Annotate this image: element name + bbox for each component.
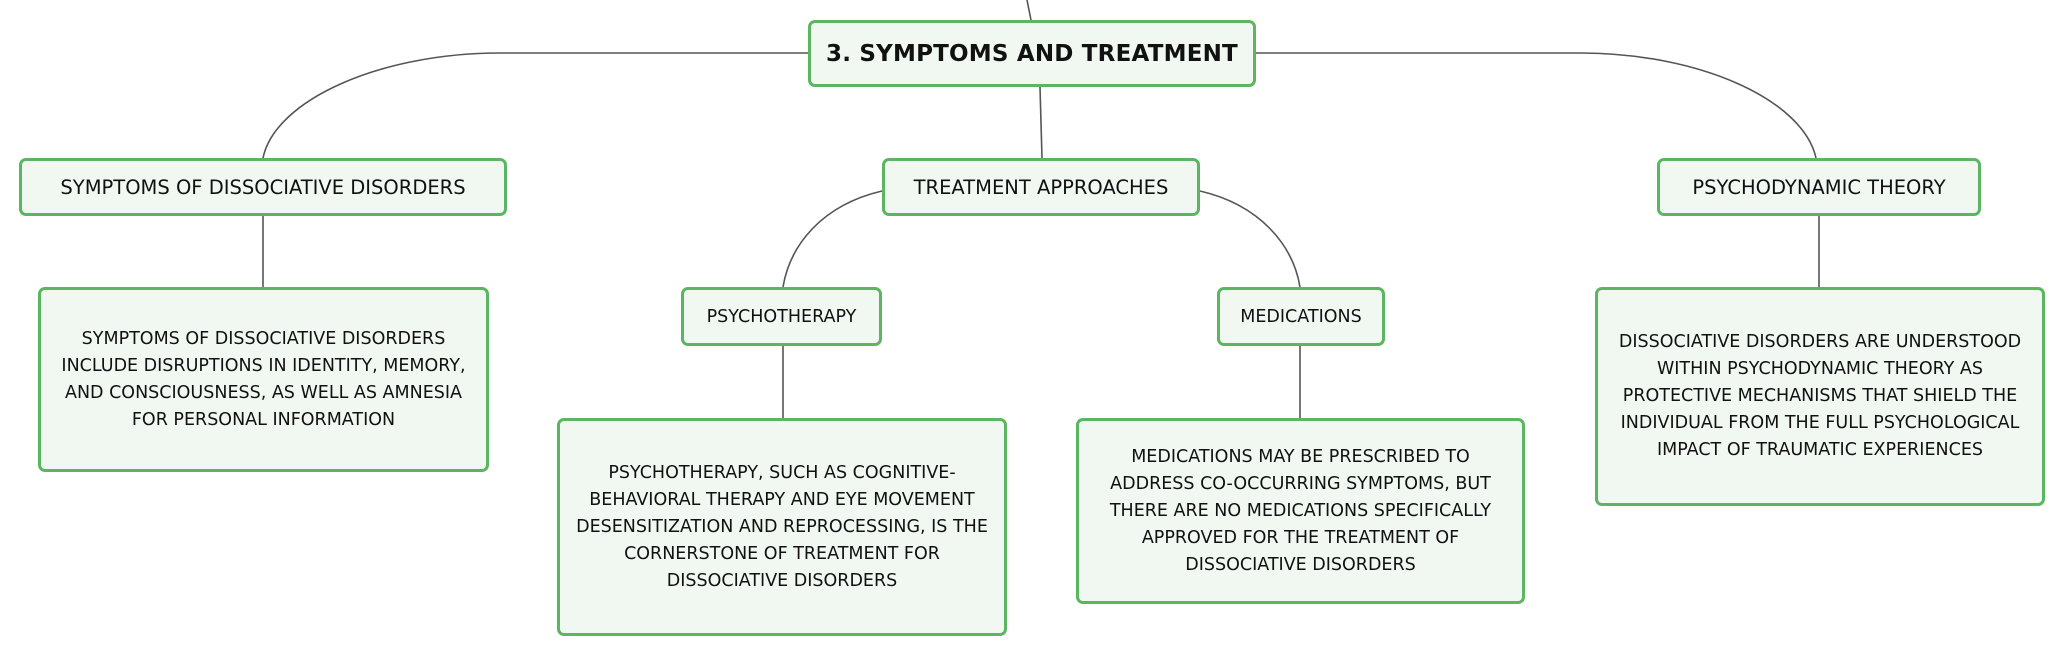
psychodynamic-detail-text: DISSOCIATIVE DISORDERS ARE UNDERSTOOD WI… <box>1618 332 2022 460</box>
connector-root-to-psychodynamic <box>1256 52 1817 159</box>
connector-treatment-to-medications <box>1199 190 1301 288</box>
psychodynamic-theory-label: PSYCHODYNAMIC THEORY <box>1692 175 1946 199</box>
psychotherapy-node[interactable]: PSYCHOTHERAPY <box>681 287 882 346</box>
psychotherapy-label: PSYCHOTHERAPY <box>706 306 857 327</box>
medications-label: MEDICATIONS <box>1240 306 1362 327</box>
medications-detail-node[interactable]: MEDICATIONS MAY BE PRESCRIBED TO ADDRESS… <box>1076 418 1525 604</box>
treatment-approaches-node[interactable]: TREATMENT APPROACHES <box>882 158 1200 216</box>
treatment-approaches-label: TREATMENT APPROACHES <box>913 175 1169 199</box>
symptoms-label: SYMPTOMS OF DISSOCIATIVE DISORDERS <box>60 175 466 199</box>
psychodynamic-detail-node[interactable]: DISSOCIATIVE DISORDERS ARE UNDERSTOOD WI… <box>1595 287 2045 506</box>
psychotherapy-detail-node[interactable]: PSYCHOTHERAPY, SUCH AS COGNITIVE-BEHAVIO… <box>557 418 1007 636</box>
medications-node[interactable]: MEDICATIONS <box>1217 287 1385 346</box>
root-topic-label: 3. SYMPTOMS AND TREATMENT <box>826 40 1238 67</box>
root-topic-node[interactable]: 3. SYMPTOMS AND TREATMENT <box>808 20 1256 87</box>
connector-root-to-symptoms <box>262 52 808 159</box>
symptoms-node[interactable]: SYMPTOMS OF DISSOCIATIVE DISORDERS <box>19 158 507 216</box>
symptoms-detail-node[interactable]: SYMPTOMS OF DISSOCIATIVE DISORDERS INCLU… <box>38 287 489 472</box>
connector-root-to-treatment <box>1039 86 1043 159</box>
medications-detail-text: MEDICATIONS MAY BE PRESCRIBED TO ADDRESS… <box>1109 446 1492 575</box>
connector-incoming <box>1026 0 1032 21</box>
connector-treatment-to-psychotherapy <box>782 190 883 288</box>
symptoms-detail-text: SYMPTOMS OF DISSOCIATIVE DISORDERS INCLU… <box>61 328 466 430</box>
psychodynamic-theory-node[interactable]: PSYCHODYNAMIC THEORY <box>1657 158 1981 216</box>
psychotherapy-detail-text: PSYCHOTHERAPY, SUCH AS COGNITIVE-BEHAVIO… <box>576 462 988 591</box>
